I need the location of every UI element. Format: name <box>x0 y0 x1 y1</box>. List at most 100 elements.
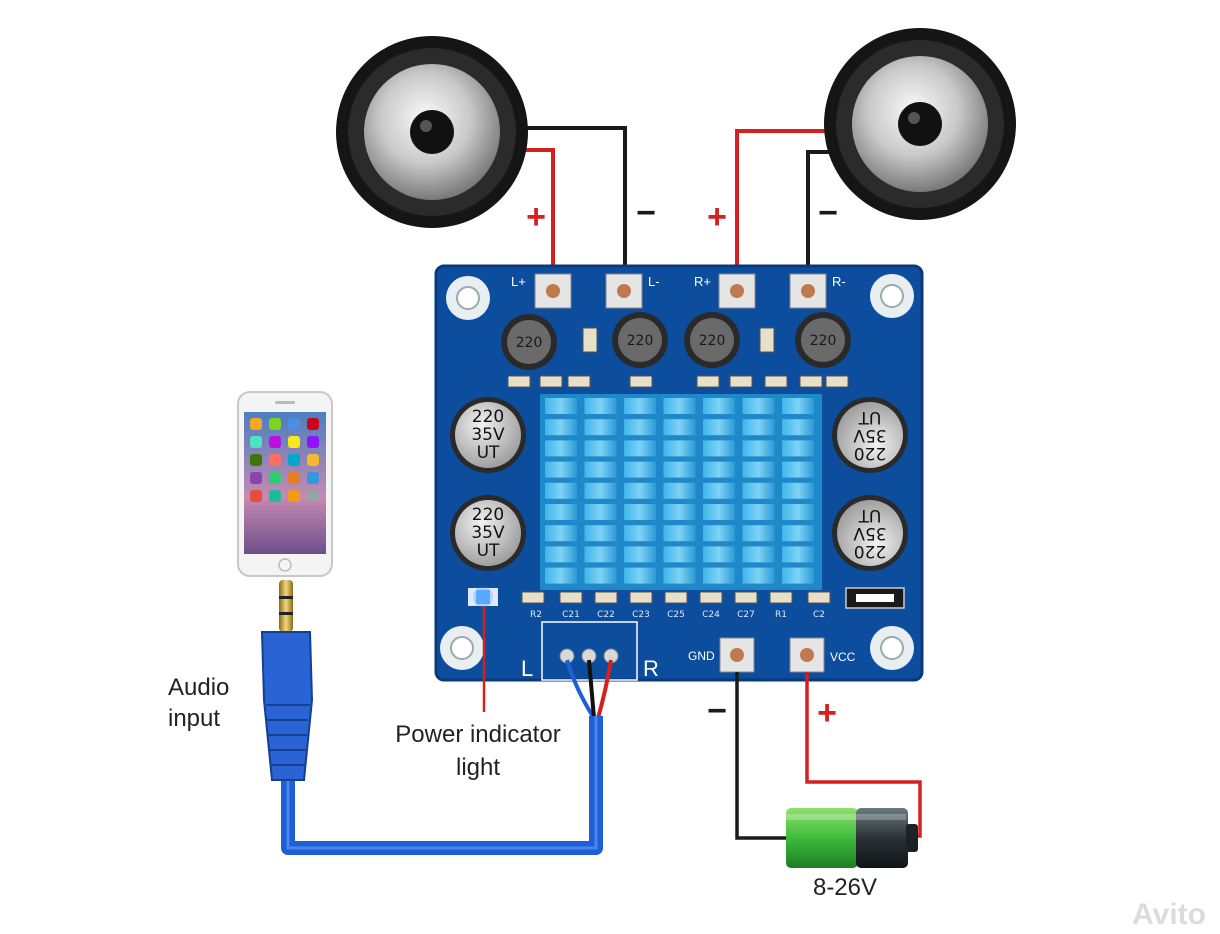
heatsink-fin <box>703 461 735 478</box>
svg-text:220: 220 <box>516 335 543 351</box>
left-minus-wire <box>500 126 627 290</box>
heatsink <box>540 394 822 590</box>
heatsink-fin <box>742 504 775 520</box>
heatsink-fin <box>663 461 696 478</box>
mounting-hole <box>870 274 914 318</box>
svg-text:220: 220 <box>854 443 886 463</box>
smd-label: R2 <box>530 610 542 620</box>
avito-watermark: Avito <box>1132 898 1206 931</box>
heatsink-fin <box>584 461 617 478</box>
heatsink-fin <box>663 419 696 436</box>
app-icon <box>250 490 262 502</box>
heatsink-fin <box>782 419 814 436</box>
smartphone-icon <box>237 391 333 577</box>
audio-input-label: Audio input <box>168 674 230 732</box>
svg-text:UT: UT <box>477 541 500 561</box>
heatsink-fin <box>703 504 735 520</box>
heatsink-fin <box>624 440 656 457</box>
smd-label: C24 <box>702 610 720 620</box>
gnd-pad <box>719 637 755 673</box>
mounting-hole <box>870 626 914 670</box>
app-icon <box>269 436 281 448</box>
heatsink-fin <box>703 440 735 457</box>
heatsink-fin <box>584 398 617 414</box>
right-plus-wire <box>735 129 842 290</box>
svg-text:220: 220 <box>854 541 886 561</box>
app-icon <box>307 454 319 466</box>
svg-text:220: 220 <box>472 505 504 525</box>
audio-cable-highlight <box>286 716 598 850</box>
heatsink-fin <box>624 504 656 520</box>
amplifier-board: L+ L- R+ R- 220 220 220 220 220 <box>434 264 924 682</box>
heatsink-fin <box>703 567 735 584</box>
inductor: 220 <box>612 312 668 368</box>
inductor: 220 <box>501 314 557 370</box>
heatsink-fin <box>782 398 814 414</box>
app-icon <box>269 454 281 466</box>
left-plus-sign: + <box>526 198 546 236</box>
heatsink-fin <box>545 482 577 499</box>
smd-label: C2 <box>813 610 825 620</box>
heatsink-fin <box>584 525 617 542</box>
heatsink-fin <box>703 398 735 414</box>
app-icon <box>307 418 319 430</box>
svg-text:220: 220 <box>810 333 837 349</box>
heatsink-fin <box>703 525 735 542</box>
heatsink-fin <box>545 419 577 436</box>
terminal-pad <box>605 273 643 309</box>
app-icon <box>250 472 262 484</box>
right-minus-sign: − <box>818 194 838 232</box>
heatsink-fin <box>545 504 577 520</box>
inductor: 220 <box>795 312 851 368</box>
heatsink-fin <box>624 419 656 436</box>
heatsink-fin <box>742 398 775 414</box>
heatsink-fin <box>782 567 814 584</box>
heatsink-fin <box>624 398 656 414</box>
svg-text:220: 220 <box>472 407 504 427</box>
app-icon <box>307 490 319 502</box>
heatsink-fin <box>545 567 577 584</box>
terminal-label-l-plus: L+ <box>511 274 526 289</box>
app-icon <box>307 472 319 484</box>
heatsink-fin <box>703 419 735 436</box>
voltage-label: 8-26V <box>812 874 878 901</box>
left-minus-sign: − <box>636 194 656 232</box>
smd-label: C22 <box>597 610 615 620</box>
app-icon <box>307 436 319 448</box>
power-led <box>468 587 498 607</box>
heatsink-fin <box>624 546 656 563</box>
power-indicator-label: Power indicator light <box>395 721 561 781</box>
svg-text:35V: 35V <box>471 523 505 543</box>
smd-label: R1 <box>775 610 787 620</box>
audio-jack-icon <box>260 580 314 781</box>
svg-text:220: 220 <box>699 333 726 349</box>
app-icon <box>269 418 281 430</box>
heatsink-fin <box>584 440 617 457</box>
heatsink-fin <box>782 546 814 563</box>
capacitor: 220 35V UT <box>450 495 526 571</box>
svg-text:UT: UT <box>858 407 881 427</box>
smd-label: C27 <box>737 610 755 620</box>
capacitor: 220 35V UT <box>450 397 526 473</box>
terminal-pad <box>534 273 572 309</box>
app-icon <box>250 454 262 466</box>
heatsink-fin <box>584 419 617 436</box>
heatsink-fin <box>663 440 696 457</box>
heatsink-fin <box>742 546 775 563</box>
app-icon <box>269 472 281 484</box>
gnd-label: GND <box>688 649 715 663</box>
smd-label: C21 <box>562 610 580 620</box>
heatsink-fin <box>624 461 656 478</box>
heatsink-fin <box>782 461 814 478</box>
heatsink-fin <box>782 525 814 542</box>
smd-components-bottom <box>521 591 831 604</box>
terminal-pad <box>718 273 756 309</box>
svg-text:220: 220 <box>627 333 654 349</box>
heatsink-fin <box>545 440 577 457</box>
svg-text:35V: 35V <box>853 425 887 445</box>
mounting-hole <box>440 626 484 670</box>
app-icon <box>250 418 262 430</box>
heatsink-fin <box>545 546 577 563</box>
svg-text:35V: 35V <box>853 523 887 543</box>
